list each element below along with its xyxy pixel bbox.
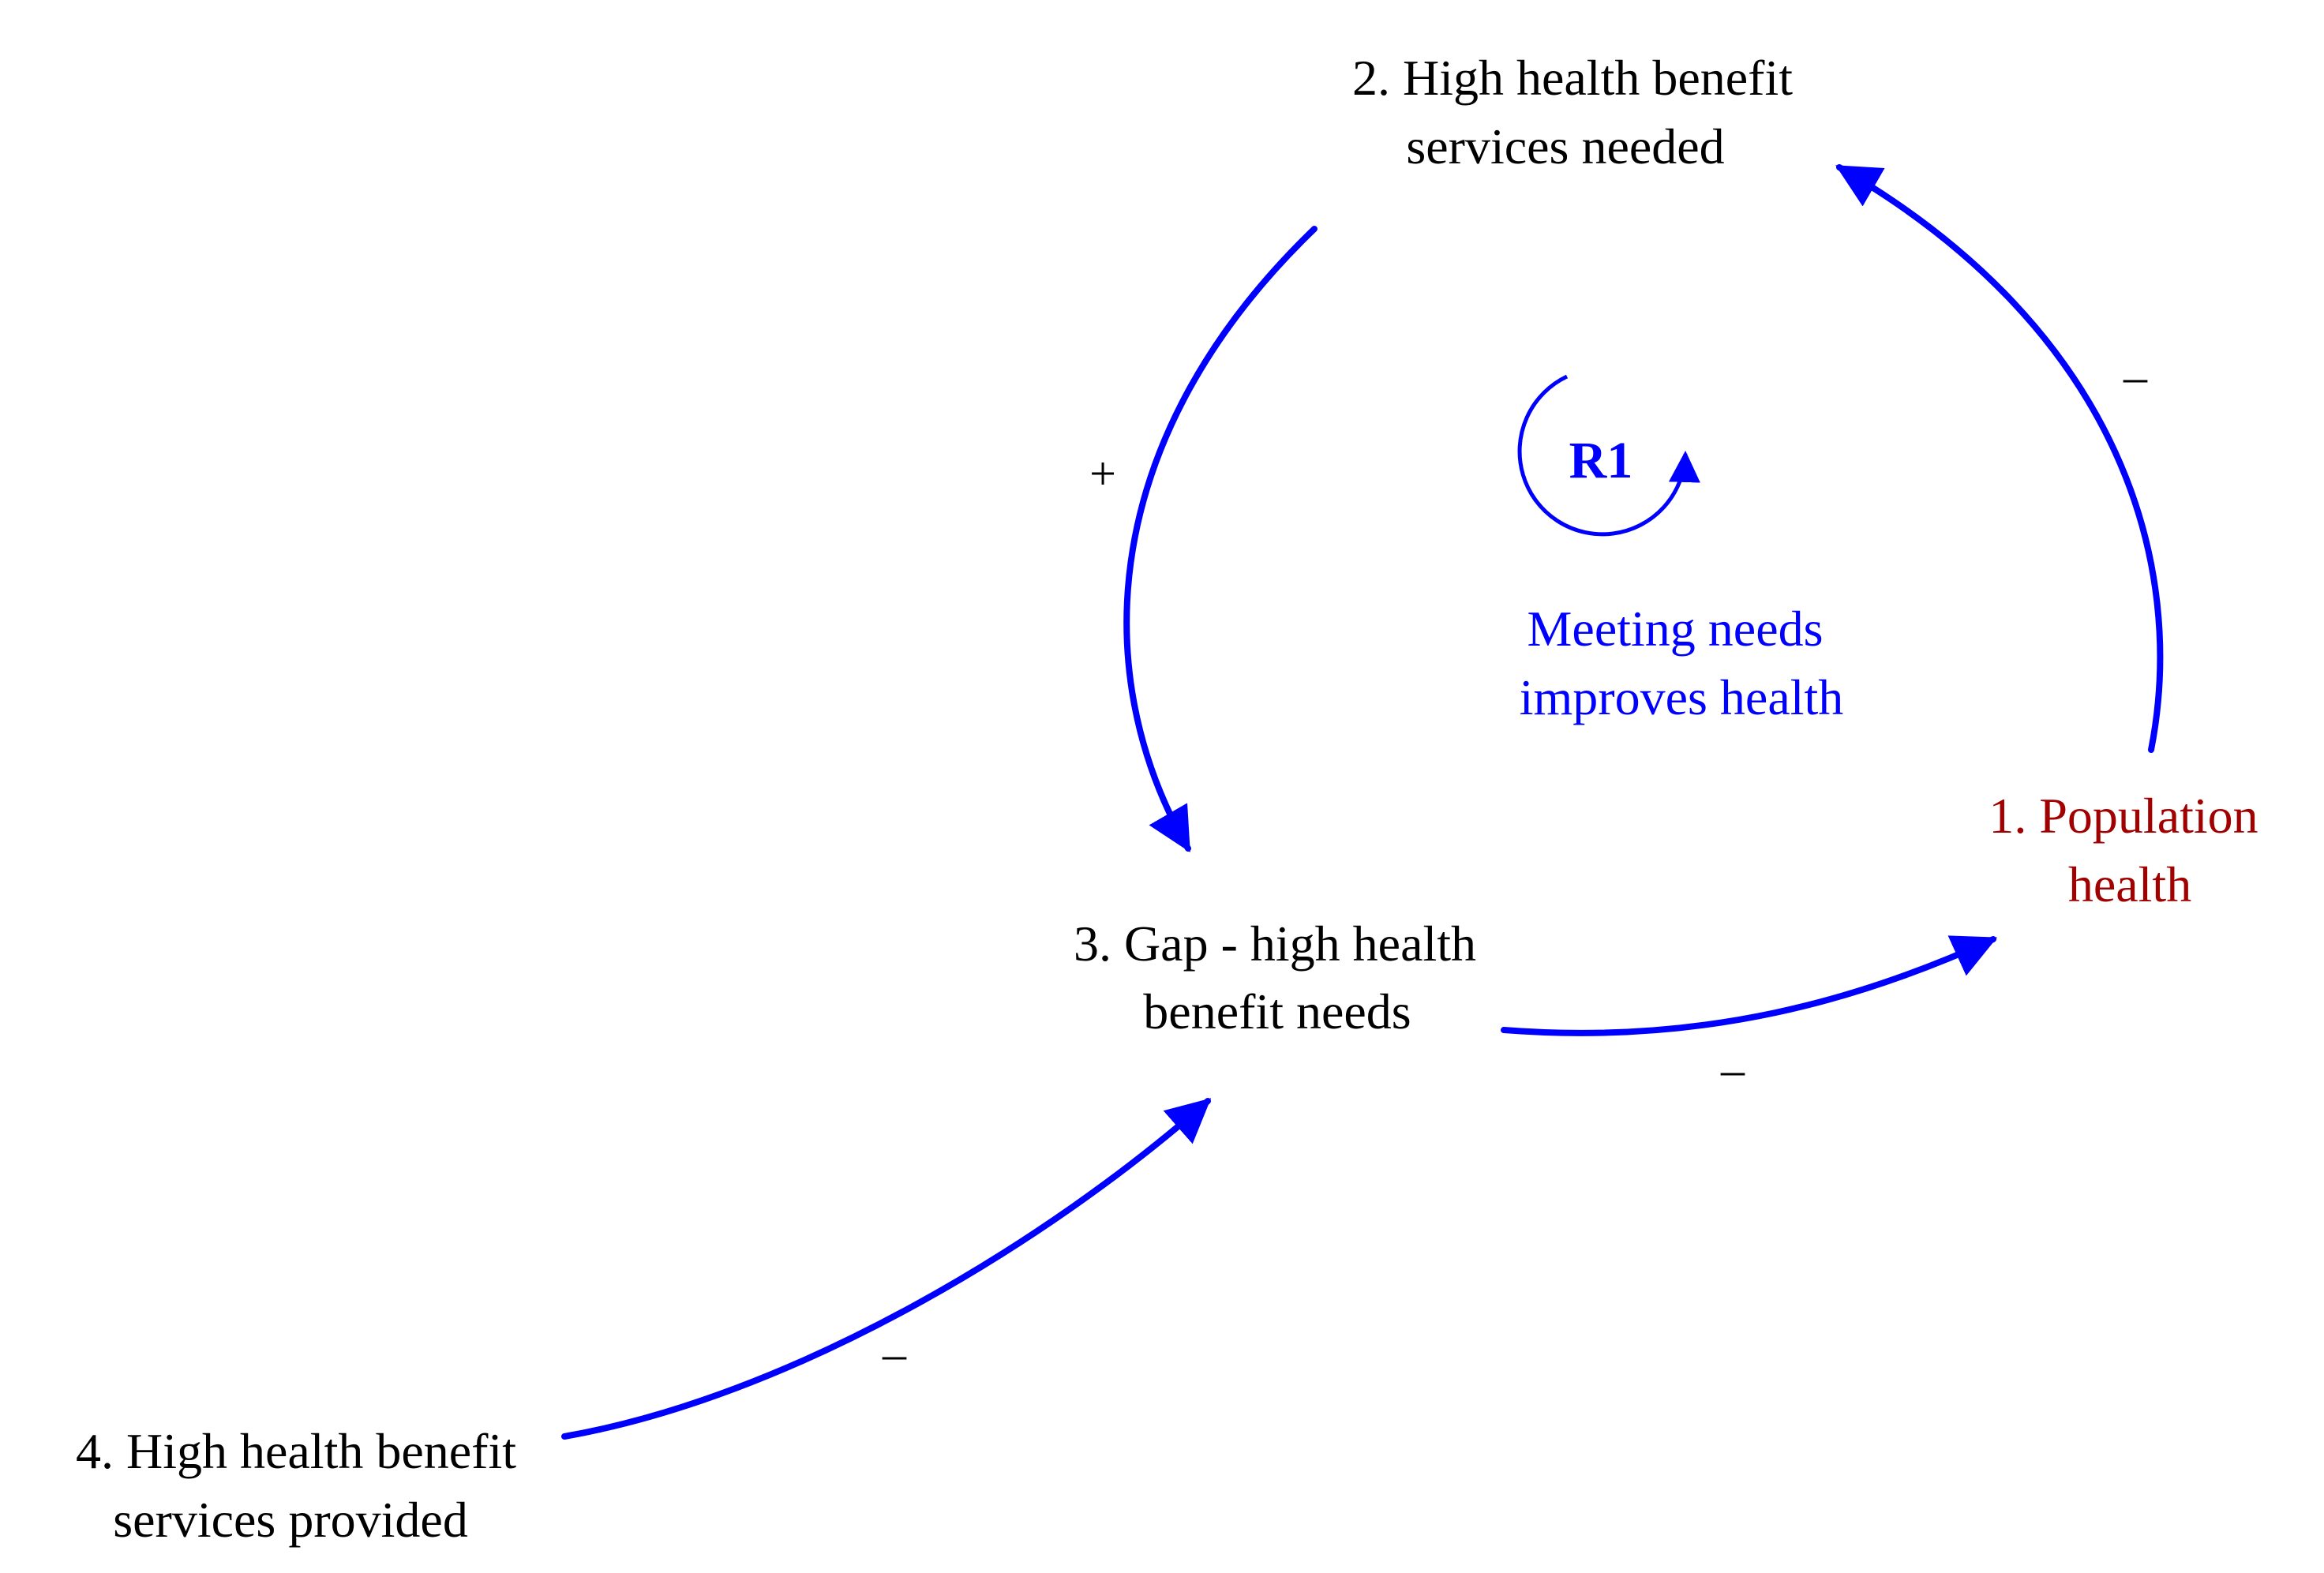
link-needed-to-gap: [1123, 226, 1318, 852]
node-services-provided: 4. High health benefit services provided: [76, 1423, 529, 1548]
loop-label-line2: improves health: [1520, 669, 1844, 725]
node-gap-line2: benefit needs: [1143, 983, 1411, 1039]
link-health-to-needed: [1835, 164, 2164, 753]
loop-label-line1: Meeting needs: [1527, 601, 1824, 657]
node-services-provided-line1: 4. High health benefit: [76, 1423, 516, 1479]
node-services-provided-line2: services provided: [113, 1492, 468, 1548]
link-provided-to-gap: [561, 1098, 1212, 1440]
node-gap-line1: 3. Gap - high health: [1074, 916, 1476, 972]
polarity-health-to-needed: –: [2123, 350, 2148, 403]
polarity-provided-to-gap: –: [882, 1328, 907, 1380]
node-services-needed: 2. High health benefit services needed: [1352, 50, 1805, 174]
loop-indicator-arrow: [1517, 374, 1700, 537]
link-gap-to-health: [1501, 935, 1998, 1036]
loop-label: Meeting needs improves health: [1520, 601, 1844, 725]
node-population-health-line1: 1. Population: [1989, 788, 2258, 844]
node-services-needed-line2: services needed: [1406, 118, 1724, 174]
node-population-health-line2: health: [2068, 856, 2191, 912]
polarity-gap-to-health: –: [1720, 1043, 1745, 1095]
node-population-health: 1. Population health: [1989, 788, 2270, 912]
node-gap: 3. Gap - high health benefit needs: [1074, 916, 1489, 1039]
polarity-needed-to-gap: +: [1089, 448, 1116, 500]
loop-id: R1: [1569, 432, 1633, 489]
node-services-needed-line1: 2. High health benefit: [1352, 50, 1793, 106]
